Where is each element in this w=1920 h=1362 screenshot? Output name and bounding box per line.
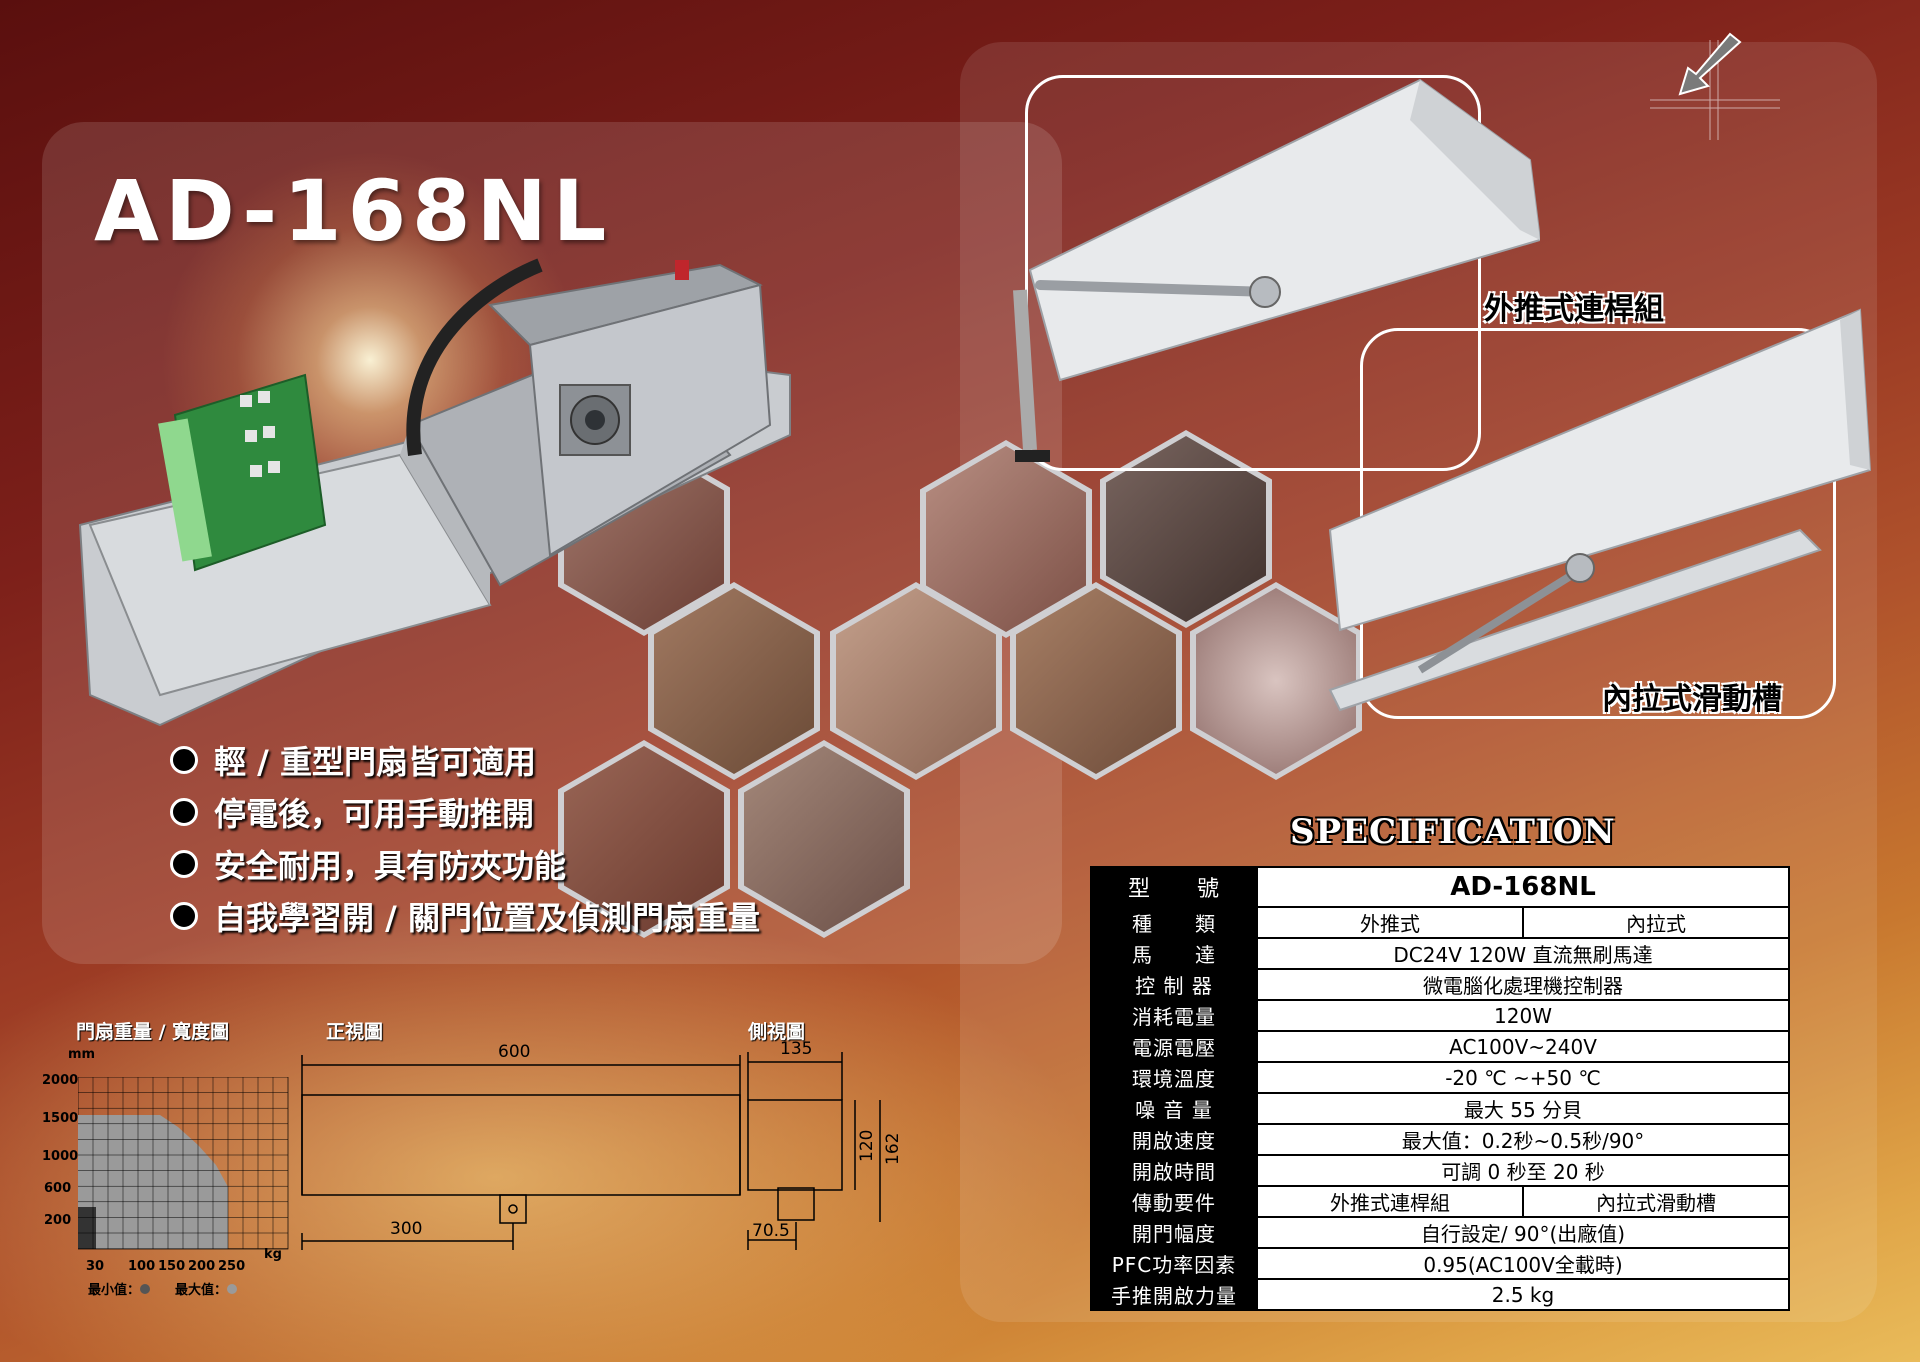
legend-max: 最大值：	[175, 1279, 238, 1298]
front-width-label: 600	[498, 1042, 530, 1062]
side-height-label: 162	[883, 1133, 903, 1165]
pull-track-label: 內拉式滑動槽	[1602, 682, 1782, 717]
weight-chart-x-unit: kg	[264, 1247, 282, 1262]
x-tick: 30	[86, 1259, 105, 1274]
bullet-icon	[170, 850, 198, 878]
side-inner-height-label: 120	[857, 1130, 877, 1162]
spec-heading: SPECIFICATION	[1290, 812, 1616, 852]
side-view-drawing: 135 120 162 70.5	[747, 1040, 903, 1250]
legend-min-swatch	[140, 1284, 151, 1294]
bullet-icon	[170, 902, 198, 930]
legend-min: 最小值：	[88, 1279, 151, 1298]
front-view-drawing: 600 300	[301, 1042, 741, 1250]
x-tick: 200	[188, 1259, 216, 1274]
table-row: 開啟時間可調 0 秒至 20 秒	[1090, 1154, 1790, 1187]
y-tick: 200	[44, 1213, 72, 1228]
weight-chart-title: 門扇重量 / 寬度圖	[76, 1021, 230, 1043]
table-row: 環境溫度-20 ℃ ~+50 ℃	[1090, 1061, 1790, 1094]
side-depth-label: 135	[780, 1040, 812, 1059]
feature-item: 停電後，可用手動推開	[170, 786, 760, 838]
weight-chart: 門扇重量 / 寬度圖 mm 2000 1500 1000 600 200 30 …	[40, 1015, 300, 1298]
feature-item: 安全耐用，具有防夾功能	[170, 838, 760, 890]
push-arm-label: 外推式連桿組	[1484, 292, 1664, 327]
table-row: 傳動要件外推式連桿組內拉式滑動槽	[1090, 1185, 1791, 1218]
front-view-title: 正視圖	[326, 1021, 384, 1043]
table-row: 種 類外推式內拉式	[1090, 906, 1791, 939]
side-view-title: 側視圖	[748, 1021, 806, 1043]
front-offset-label: 300	[390, 1219, 422, 1239]
bullet-icon	[170, 746, 198, 774]
y-tick: 1500	[42, 1111, 79, 1126]
x-tick: 150	[158, 1259, 186, 1274]
table-row: 開啟速度最大值：0.2秒~0.5秒/90°	[1090, 1123, 1790, 1156]
table-row: 控 制 器微電腦化處理機控制器	[1090, 968, 1790, 1001]
hex-photo	[648, 582, 820, 780]
feature-list: 輕 / 重型門扇皆可適用 停電後，可用手動推開 安全耐用，具有防夾功能 自我學習…	[170, 734, 760, 942]
y-tick: 600	[44, 1181, 72, 1196]
feature-item: 輕 / 重型門扇皆可適用	[170, 734, 760, 786]
table-row: 噪 音 量最大 55 分貝	[1090, 1092, 1790, 1125]
hex-photo	[558, 740, 730, 938]
legend-max-swatch	[227, 1284, 238, 1294]
feature-item: 自我學習開 / 關門位置及偵測門扇重量	[170, 890, 760, 942]
background-glow-bottom	[0, 900, 1100, 1362]
push-arm-operator-image	[1013, 78, 1540, 462]
hex-photo	[830, 582, 1002, 780]
hex-photo	[738, 740, 910, 938]
pull-track-operator-image	[1328, 308, 1872, 712]
table-row: 開門幅度自行設定/ 90°(出廠值)	[1090, 1216, 1790, 1249]
bullet-icon	[170, 798, 198, 826]
x-tick: 100	[128, 1259, 156, 1274]
side-offset-label: 70.5	[752, 1221, 790, 1241]
push-arm-callout	[1025, 75, 1481, 471]
door-operator-image	[78, 258, 791, 727]
hex-photo	[920, 440, 1092, 638]
x-tick: 250	[218, 1259, 246, 1274]
product-title: AD-168NL	[94, 162, 613, 260]
corner-arrow-icon	[1650, 32, 1780, 140]
weight-chart-grid	[78, 1077, 289, 1250]
y-tick: 1000	[42, 1149, 79, 1164]
weight-chart-y-unit: mm	[68, 1047, 96, 1062]
y-tick: 2000	[42, 1073, 79, 1088]
